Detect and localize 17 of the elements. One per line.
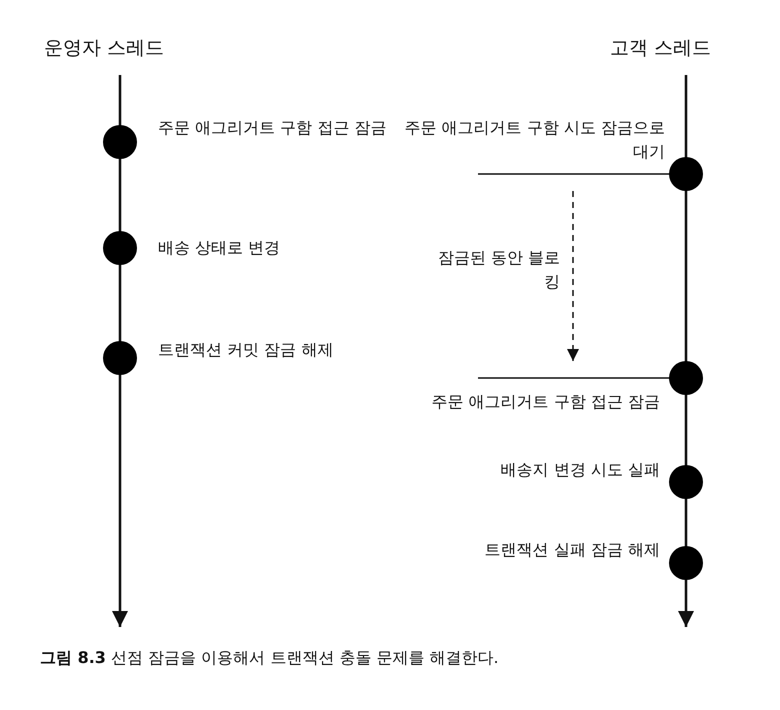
event-label: 주문 애그리거트 구함 접근 잠금 [158, 117, 388, 139]
thread-heading: 고객 스레드 [610, 36, 712, 60]
event-dot [103, 341, 139, 375]
event-dot [669, 465, 705, 499]
event-dot [103, 125, 139, 159]
event-label: 주문 애그리거트 구함 시도 잠금으로 대기 [404, 117, 665, 163]
thread-heading: 운영자 스레드 [44, 36, 164, 60]
event-dot [669, 546, 705, 580]
event-dot [478, 361, 705, 395]
figure-caption: 그림 8.3 선점 잠금을 이용해서 트랜잭션 충돌 문제를 해결한다. [40, 648, 499, 669]
event-label: 배송 상태로 변경 [158, 237, 282, 259]
event-dot [103, 231, 139, 265]
event-label: 트랜잭션 커밋 잠금 해제 [158, 339, 334, 361]
event-label: 트랜잭션 실패 잠금 해제 [484, 539, 660, 561]
dashed-arrow [567, 191, 579, 361]
event-label: 배송지 변경 시도 실패 [500, 459, 660, 481]
event-label: 주문 애그리거트 구함 접근 잠금 [430, 391, 660, 413]
